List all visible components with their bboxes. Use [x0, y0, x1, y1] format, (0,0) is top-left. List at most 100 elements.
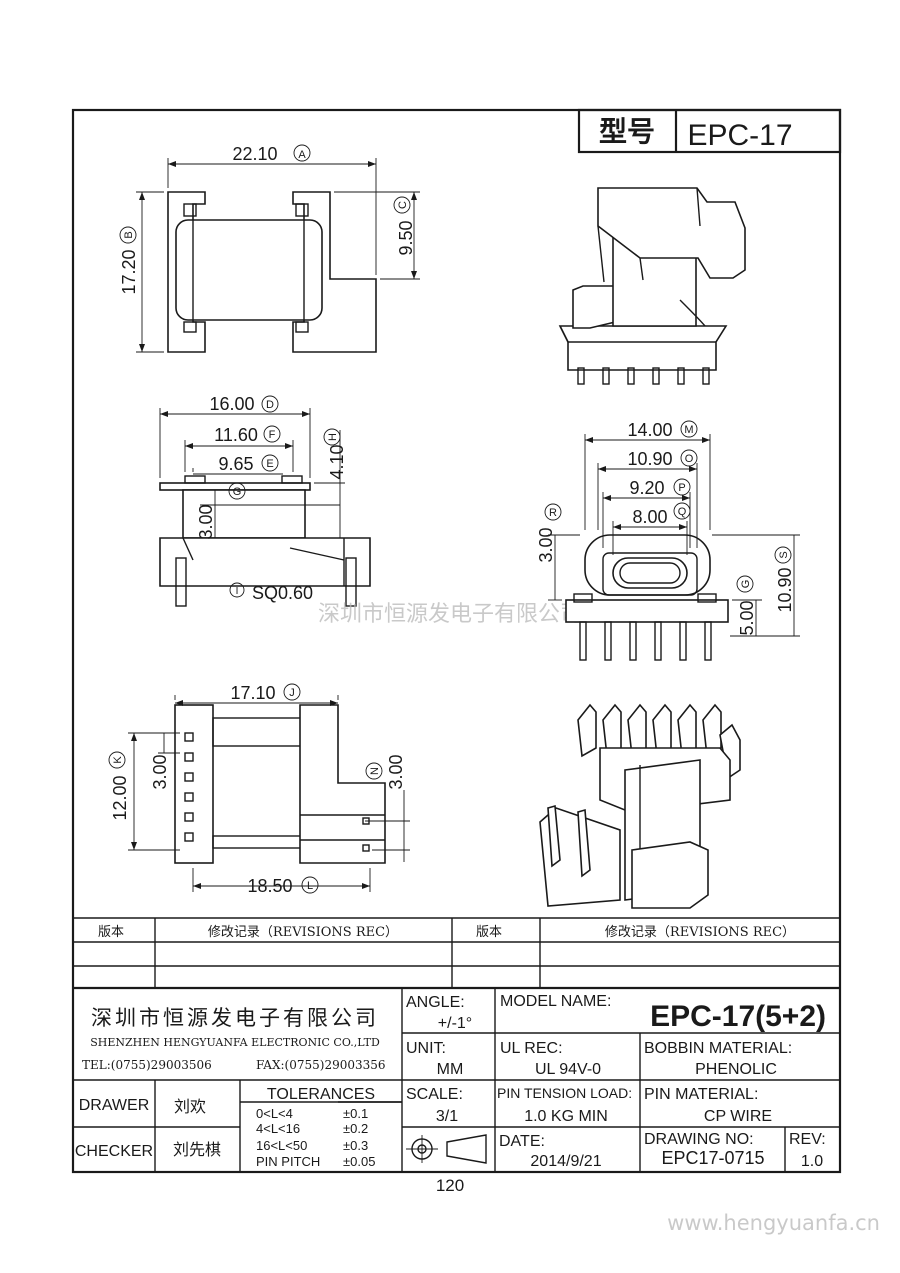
tol-row-2-range: 4<L<16 [256, 1121, 300, 1136]
scale-label: SCALE: [406, 1086, 463, 1103]
sheet-border [71, 108, 842, 1174]
tol-row-4-range: PIN PITCH [256, 1154, 320, 1169]
dim-p-ref: P [678, 482, 685, 494]
dim-o-value: 10.90 [627, 449, 672, 469]
dim-c-ref: C [397, 201, 409, 209]
scale-value: 3/1 [436, 1108, 458, 1125]
dim-s-value: 10.90 [775, 567, 795, 612]
dim-e-value: 9.65 [218, 454, 253, 474]
center-watermark: 深圳市恒源发电子有限公司 [318, 602, 582, 627]
unit-value: MM [437, 1061, 464, 1078]
drawer-value: 刘欢 [174, 1097, 206, 1116]
angle-label: ANGLE: [406, 994, 465, 1011]
drawer-label: DRAWER [79, 1097, 150, 1114]
revisions-col1-header: 版本 [98, 925, 124, 940]
dim-b-ref: B [123, 231, 135, 238]
dim-a-ref: A [298, 149, 306, 161]
isometric-view-top [558, 187, 746, 385]
dim-g-value: 3.00 [196, 504, 216, 539]
end-view [548, 434, 800, 661]
pin-tension-label: PIN TENSION LOAD: [497, 1085, 632, 1101]
dim-h-value: 4.10 [327, 444, 347, 479]
dim-k-value: 12.00 [110, 775, 130, 820]
dim-m-ref: M [684, 424, 693, 436]
date-label: DATE: [499, 1133, 545, 1150]
dim-pin-value: SQ0.60 [252, 583, 313, 603]
dim-pin-ref: I [236, 586, 239, 597]
dim-q-value: 8.00 [632, 507, 667, 527]
tol-row-1-tol: ±0.1 [343, 1106, 368, 1121]
model-value: EPC-17(5+2) [650, 1000, 826, 1033]
dim-a-value: 22.10 [232, 144, 277, 164]
tol-row-1-range: 0<L<4 [256, 1106, 293, 1121]
pin-tension-value: 1.0 KG MIN [524, 1108, 608, 1125]
revisions-col4-header: 修改记录（REVISIONS REC） [605, 925, 795, 940]
revisions-col2-header: 修改记录（REVISIONS REC） [208, 925, 398, 940]
dim-m-value: 14.00 [627, 420, 672, 440]
tol-row-4-tol: ±0.05 [343, 1154, 375, 1169]
bottom-view [128, 695, 410, 892]
checker-value: 刘先棋 [173, 1140, 221, 1159]
dim-c-value: 9.50 [396, 220, 416, 255]
title-box-label: 型号 [599, 116, 655, 147]
tolerances-label: TOLERANCES [267, 1086, 375, 1103]
drawing-no-value: EPC17-0715 [661, 1148, 764, 1168]
bobbin-material-value: PHENOLIC [695, 1061, 777, 1078]
checker-label: CHECKER [75, 1143, 153, 1160]
model-label: MODEL NAME: [500, 993, 611, 1010]
dim-b-value: 17.20 [119, 249, 139, 294]
dim-d-ref: D [266, 399, 274, 411]
title-box: 型号 EPC-17 [577, 108, 842, 154]
dim-g2-ref: G [740, 580, 752, 589]
website-watermark: www.hengyuanfa.cn [667, 1211, 880, 1235]
title-box-model: EPC-17 [687, 119, 792, 152]
tol-row-3-range: 16<L<50 [256, 1138, 307, 1153]
dim-j-ref: J [289, 687, 295, 699]
dim-k-ref: K [112, 756, 124, 764]
rev-value: 1.0 [801, 1153, 823, 1170]
unit-label: UNIT: [406, 1040, 446, 1057]
dim-q-ref: Q [678, 506, 687, 518]
dim-r-value: 3.00 [536, 527, 556, 562]
ul-label: UL REC: [500, 1040, 563, 1057]
dim-g-ref: G [233, 486, 242, 498]
front-view [136, 158, 420, 353]
ul-value: UL 94V-0 [535, 1061, 601, 1078]
tol-row-2-tol: ±0.2 [343, 1121, 368, 1136]
dim-o-ref: O [685, 453, 694, 465]
page-number: 120 [436, 1176, 464, 1195]
dim-n-value: 3.00 [386, 754, 406, 789]
isometric-view-bottom [539, 703, 741, 909]
dim-l-value: 18.50 [247, 876, 292, 896]
date-value: 2014/9/21 [530, 1153, 601, 1170]
angle-value: +/-1° [438, 1015, 472, 1032]
company-fax: FAX:(0755)29003356 [256, 1058, 386, 1072]
dim-g2-value: 5.00 [737, 600, 757, 635]
projection-symbol-icon [406, 1134, 487, 1164]
dim-s-ref: S [778, 551, 790, 558]
dim-f-ref: F [269, 429, 276, 441]
drawing-no-label: DRAWING NO: [644, 1131, 754, 1148]
bobbin-material-label: BOBBIN MATERIAL: [644, 1040, 792, 1057]
side-view [159, 408, 371, 607]
revisions-col3-header: 版本 [476, 925, 502, 940]
dim-h-ref: H [327, 433, 339, 441]
pin-material-value: CP WIRE [704, 1108, 772, 1125]
dim-e-ref: E [266, 458, 273, 470]
dim-l-ref: L [307, 880, 313, 892]
tolerance-rows: 0<L<4 ±0.1 4<L<16 ±0.2 16<L<50 ±0.3 PIN … [256, 1106, 375, 1169]
pin-material-label: PIN MATERIAL: [644, 1086, 758, 1103]
dim-r-ref: R [549, 507, 557, 519]
company-tel: TEL:(0755)29003506 [82, 1058, 212, 1072]
title-block-grid [73, 986, 840, 1172]
tol-row-3-tol: ±0.3 [343, 1138, 368, 1153]
company-name-en: SHENZHEN HENGYUANFA ELECTRONIC CO.,LTD [90, 1036, 380, 1049]
dim-p-value: 9.20 [629, 478, 664, 498]
dim-f-value: 11.60 [214, 425, 258, 445]
dim-k-inner-value: 3.00 [150, 754, 170, 789]
rev-label: REV: [789, 1131, 826, 1148]
company-name-cn: 深圳市恒源发电子有限公司 [91, 1006, 379, 1030]
dim-n-ref: N [369, 767, 381, 775]
dim-j-value: 17.10 [230, 683, 275, 703]
